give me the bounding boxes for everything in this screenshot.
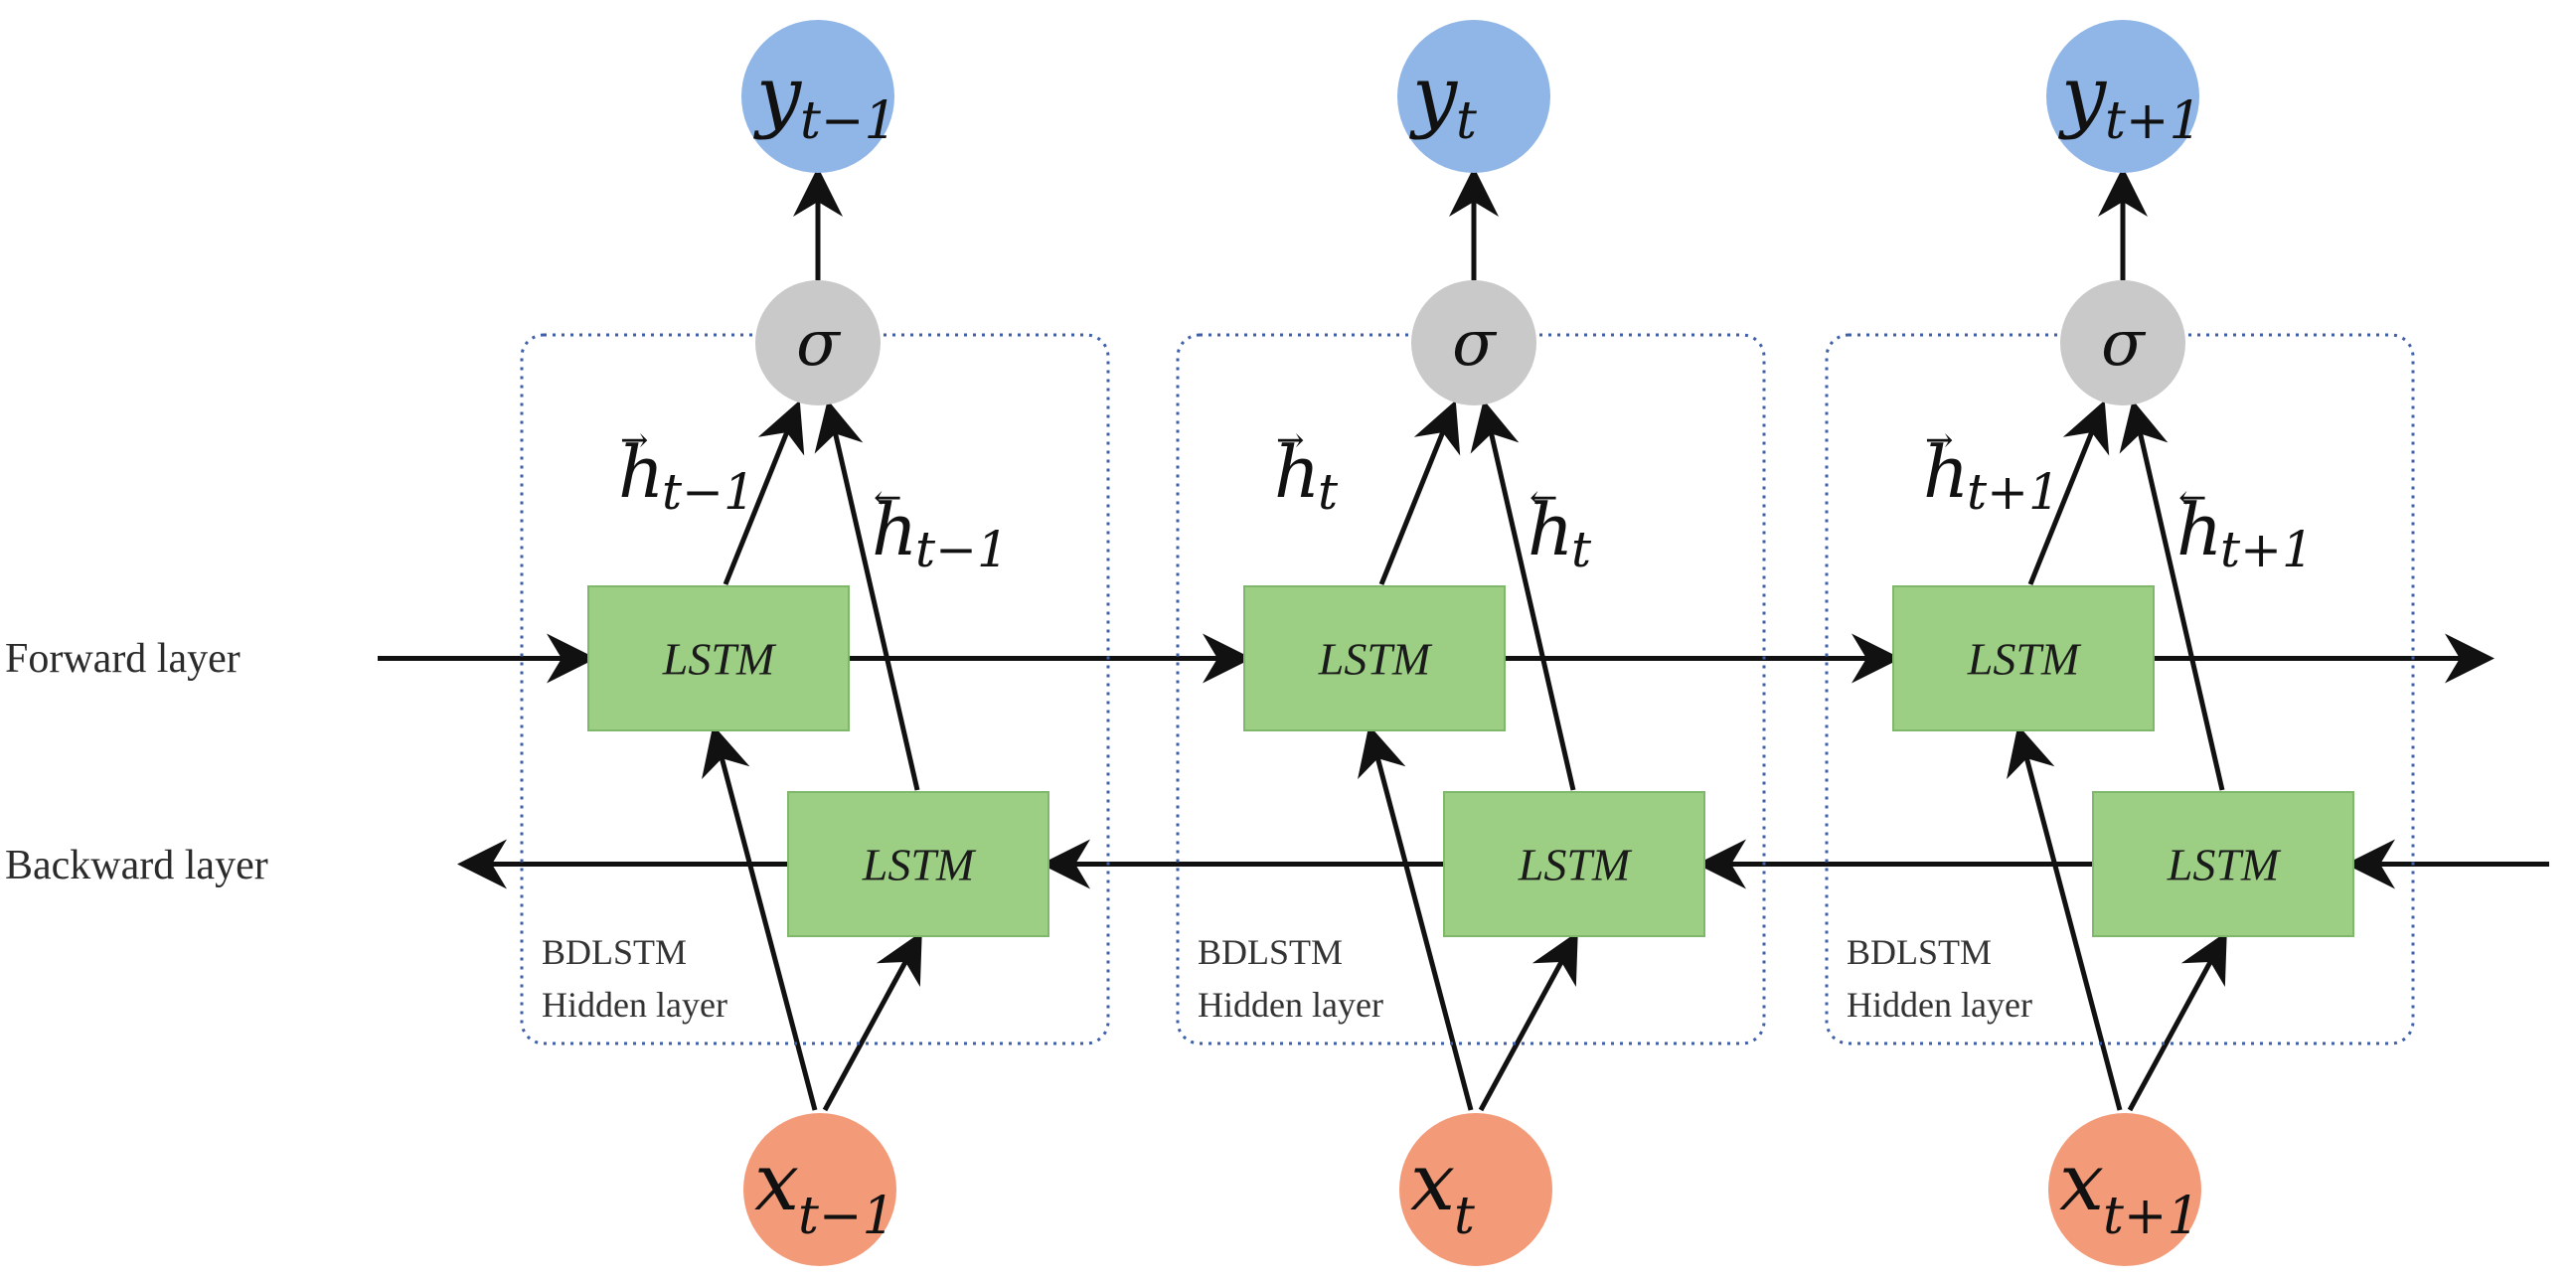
forward-to-sigma-arrow	[1378, 400, 1461, 585]
output-node	[741, 20, 894, 173]
sigma-node	[755, 280, 881, 405]
hidden-layer-subtitle: Hidden layer	[1198, 985, 1383, 1025]
forward-layer-label: Forward layer	[5, 636, 241, 682]
input-to-backward-arrow	[1478, 931, 1578, 1112]
input-subscript: t+1	[2103, 1187, 2200, 1246]
input-to-backward-arrow	[822, 931, 922, 1112]
input-node	[1399, 1113, 1552, 1266]
hidden-layer-subtitle: Hidden layer	[542, 985, 727, 1025]
forward-lstm-label: LSTM	[1967, 634, 2082, 685]
backward-to-sigma-arrow	[814, 400, 920, 791]
forward-lstm-label: LSTM	[662, 634, 777, 685]
hidden-layer-title: BDLSTM	[1198, 932, 1343, 972]
forward-to-sigma-arrow	[723, 400, 805, 585]
hidden-layer-subtitle: Hidden layer	[1847, 985, 2032, 1025]
input-node	[743, 1113, 896, 1266]
sigma-symbol: σ	[796, 307, 842, 381]
forward-hidden-state-symbol: h	[1923, 430, 1969, 514]
input-to-forward-arrow	[2007, 724, 2123, 1111]
output-symbol: y	[1409, 49, 1459, 141]
forward-hidden-state-subscript: t−1	[662, 463, 755, 521]
forward-lstm-cell	[1243, 585, 1506, 731]
output-subscript: t	[1456, 91, 1477, 151]
forward-lstm-cell	[1892, 585, 2155, 731]
backward-hidden-state-subscript: t	[1571, 521, 1592, 578]
input-node	[2048, 1113, 2201, 1266]
input-to-forward-arrow	[1358, 724, 1474, 1111]
input-symbol: x	[754, 1136, 799, 1228]
backward-lstm-cell	[787, 791, 1049, 937]
input-subscript: t−1	[798, 1187, 895, 1246]
backward-to-sigma-arrow	[2119, 400, 2225, 791]
backward-arrow-accent: ←	[1530, 478, 1558, 518]
sigma-node	[1411, 280, 1536, 405]
forward-hidden-state-symbol: h	[618, 430, 664, 514]
forward-hidden-state-subscript: t	[1318, 463, 1339, 521]
forward-hidden-state-subscript: t+1	[1967, 463, 2060, 521]
backward-hidden-state-subscript: t+1	[2220, 521, 2314, 578]
backward-lstm-cell	[2092, 791, 2354, 937]
input-symbol: x	[2059, 1136, 2104, 1228]
forward-arrow-accent: →	[620, 420, 649, 460]
hidden-layer-title: BDLSTM	[1847, 932, 1992, 972]
forward-to-sigma-arrow	[2027, 400, 2110, 585]
backward-hidden-state-subscript: t−1	[915, 521, 1009, 578]
backward-layer-label: Backward layer	[5, 843, 268, 888]
backward-lstm-label: LSTM	[862, 840, 977, 890]
output-subscript: t+1	[2105, 91, 2202, 151]
backward-arrow-accent: ←	[2178, 478, 2207, 518]
connection-arrows	[378, 167, 2549, 1112]
forward-hidden-state-symbol: h	[1274, 430, 1320, 514]
backward-to-sigma-arrow	[1470, 400, 1576, 791]
backward-arrow-accent: ←	[874, 478, 902, 518]
sigma-symbol: σ	[1452, 307, 1498, 381]
input-to-backward-arrow	[2127, 931, 2227, 1112]
sigma-node	[2060, 280, 2185, 405]
forward-arrow-accent: →	[1276, 420, 1305, 460]
output-symbol: y	[753, 49, 803, 141]
backward-lstm-cell	[1443, 791, 1705, 937]
output-node	[2046, 20, 2199, 173]
output-node	[1397, 20, 1550, 173]
backward-hidden-state-symbol: h	[2176, 488, 2222, 571]
input-to-forward-arrow	[702, 724, 818, 1111]
forward-lstm-label: LSTM	[1318, 634, 1433, 685]
output-subscript: t−1	[800, 91, 897, 151]
forward-arrow-accent: →	[1925, 420, 1954, 460]
output-symbol: y	[2058, 49, 2108, 141]
backward-hidden-state-symbol: h	[1528, 488, 1573, 571]
forward-lstm-cell	[587, 585, 850, 731]
sigma-symbol: σ	[2101, 307, 2147, 381]
backward-lstm-label: LSTM	[2167, 840, 2282, 890]
input-subscript: t	[1454, 1187, 1475, 1246]
input-symbol: x	[1410, 1136, 1455, 1228]
hidden-layer-title: BDLSTM	[542, 932, 687, 972]
backward-hidden-state-symbol: h	[872, 488, 917, 571]
backward-lstm-label: LSTM	[1518, 840, 1633, 890]
